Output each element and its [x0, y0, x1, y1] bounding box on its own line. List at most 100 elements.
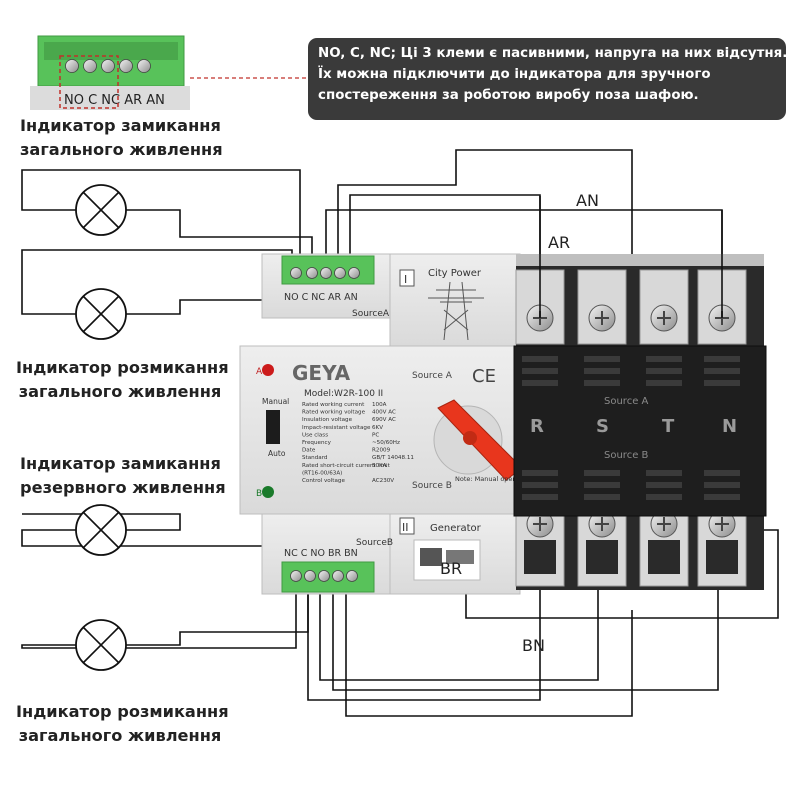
spec-row-value: GB/T 14048.11 — [372, 455, 414, 461]
roman-two-box — [399, 517, 415, 535]
vent-slots — [522, 356, 740, 500]
vent-slot — [704, 482, 740, 488]
wire-bn — [332, 518, 719, 691]
indicator-a-lamp — [262, 364, 274, 376]
spec-row-label: Standard — [302, 455, 328, 461]
wire-lamp4-bottom — [126, 590, 309, 646]
wire-label-ar: AR — [548, 233, 570, 252]
wire-an-outer — [337, 149, 633, 315]
wire-lamp4-top — [21, 590, 297, 649]
power-terminal-block: Source A Source B R S T N — [513, 266, 767, 590]
phase-n-label: N — [722, 416, 737, 437]
caption-close-backup-line1: Індикатор замикання — [20, 454, 221, 473]
manual-auto-switch[interactable] — [266, 410, 280, 444]
vent-slot — [646, 482, 682, 488]
caption-open-main-line1: Індикатор розмикання — [16, 358, 229, 377]
vent-slot — [584, 380, 620, 386]
vent-slot — [522, 368, 558, 374]
lamp-close-main — [75, 184, 127, 236]
terminal-cavity — [586, 540, 618, 574]
ce-mark: CE — [472, 366, 496, 387]
selector-handle[interactable] — [433, 399, 523, 481]
top-power-screws — [515, 269, 747, 345]
vent-slot — [704, 470, 740, 476]
spec-row-label: Control voltage — [302, 478, 345, 484]
bottom-green-terminals — [281, 561, 375, 593]
vent-slot — [646, 494, 682, 500]
wires — [21, 149, 779, 717]
vent-slot — [704, 380, 740, 386]
indicator-b-letter: B — [256, 489, 262, 499]
top-label-panel — [389, 253, 521, 347]
wire-bottom-outer — [307, 518, 541, 701]
spec-row-label: (RT16-00/63A) — [302, 470, 342, 476]
wire-br — [319, 518, 599, 681]
indicator-b-lamp — [262, 486, 274, 498]
vent-slot — [704, 368, 740, 374]
vent-slot — [522, 482, 558, 488]
manual-label: Manual — [262, 397, 289, 406]
spec-row-label: Rated short-circuit current limit — [302, 463, 391, 469]
vent-slot — [646, 470, 682, 476]
vent-slot — [584, 356, 620, 362]
spec-row-label: Insulation voltage — [302, 417, 353, 423]
city-power-label: City Power — [428, 268, 482, 279]
top-green-terminals — [281, 255, 375, 285]
terminal-cavity — [524, 540, 556, 574]
info-callout: NO, C, NC; Ці 3 клеми є пасивними, напру… — [308, 38, 787, 120]
vent-slot — [584, 494, 620, 500]
wire-bn-loop — [345, 590, 633, 717]
auto-label: Auto — [268, 449, 286, 458]
source-b-small-label: Source B — [412, 481, 452, 491]
source-b-dark-label: Source B — [604, 450, 649, 461]
spec-row-label: Frequency — [302, 440, 332, 446]
indicator-a-letter: A — [256, 367, 263, 377]
power-tower-icon — [428, 281, 484, 341]
info-line-2: Їх можна підключити до індикатора для зр… — [318, 67, 711, 82]
wire-lamp1-top — [21, 169, 301, 268]
spec-row-value: 100A — [372, 402, 387, 408]
spec-row-value: PC — [372, 432, 379, 438]
vent-slot — [522, 380, 558, 386]
spec-row-label: Rated working current — [302, 402, 365, 408]
phase-r-label: R — [530, 416, 544, 437]
terminal-cavity — [706, 540, 738, 574]
inset-terminal-labels: NO C NC AR AN — [64, 93, 165, 108]
caption-open-main: Індикатор розмикання загального живлення — [16, 356, 229, 404]
spec-row-value: 400V AC — [372, 410, 396, 416]
source-a-dark-label: Source A — [604, 396, 649, 407]
inset-screws — [65, 59, 151, 73]
spec-row-value: 690V AC — [372, 417, 396, 423]
vent-slot — [522, 470, 558, 476]
caption-open-main-line2: загального живлення — [18, 382, 222, 401]
phase-s-label: S — [596, 416, 609, 437]
vent-slot — [704, 356, 740, 362]
spec-row-label: Rated working voltage — [302, 410, 366, 416]
bottom-terminal-labels: NC C NO BR BN — [284, 548, 358, 559]
generator-icon — [413, 539, 481, 581]
wire-lamp2-top — [21, 249, 293, 315]
spec-table: Rated working current 100A Rated working v… — [302, 402, 414, 484]
roman-two: II — [402, 521, 409, 534]
spec-row-value: 50KA — [372, 463, 387, 469]
vent-slot — [646, 356, 682, 362]
vent-slot — [584, 482, 620, 488]
vent-slot — [584, 470, 620, 476]
vent-slot — [522, 356, 558, 362]
source-a-label: SourceA — [352, 309, 390, 319]
wire-lamp3-top — [21, 529, 297, 560]
spec-row-value: 6KV — [372, 425, 383, 431]
brand-logo: GEYA — [292, 361, 351, 385]
vent-slot — [584, 368, 620, 374]
wire-label-br: BR — [440, 559, 462, 578]
wire-label-bn: BN — [522, 636, 545, 655]
vent-slot — [704, 494, 740, 500]
terminal-cavity — [648, 540, 680, 574]
vent-slot — [646, 380, 682, 386]
spec-row-value: R2009 — [372, 448, 391, 454]
caption-open-main-2: Індикатор розмикання загального живлення — [16, 700, 229, 748]
terminal-inset: NO C NC AR AN — [30, 35, 308, 110]
caption-close-main-line1: Індикатор замикання — [20, 116, 221, 135]
vent-slot — [522, 494, 558, 500]
